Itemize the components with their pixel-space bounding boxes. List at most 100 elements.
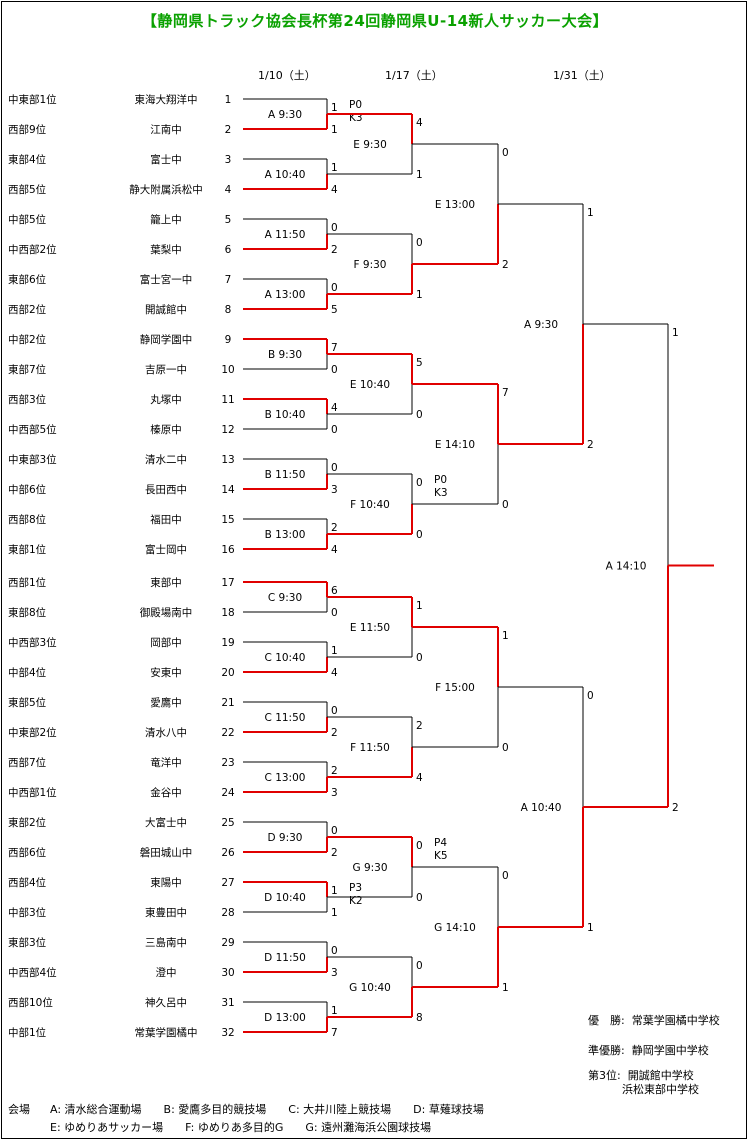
team-seed: 中部3位 <box>8 906 47 919</box>
score: 1 <box>331 1005 338 1017</box>
team-seed: 東部2位 <box>8 816 47 829</box>
team-seed: 中西部2位 <box>8 243 57 256</box>
match-label: B 11:50 <box>265 469 306 481</box>
score: 1 <box>331 124 338 136</box>
match-label: B 10:40 <box>265 409 306 421</box>
team-seed: 中部5位 <box>8 213 47 226</box>
team-seed: 中西部3位 <box>8 636 57 649</box>
team-seed: 東部6位 <box>8 273 47 286</box>
match-label: E 10:40 <box>350 379 390 391</box>
match-label: C 11:50 <box>265 712 306 724</box>
team-seed: 東部1位 <box>8 543 47 556</box>
team-seed: 東部5位 <box>8 696 47 709</box>
score: 1 <box>331 162 338 174</box>
match-label: F 15:00 <box>435 682 475 694</box>
team-name: 東陽中 <box>150 876 182 889</box>
team-number: 18 <box>221 607 234 619</box>
match-label: B 13:00 <box>265 529 306 541</box>
score: 0 <box>331 825 338 837</box>
match-label: D 11:50 <box>264 952 306 964</box>
team-seed: 西部8位 <box>8 513 47 526</box>
score: 0 <box>331 607 338 619</box>
pk-score: K3 <box>434 487 448 499</box>
score: 8 <box>416 1012 423 1024</box>
team-seed: 西部6位 <box>8 846 47 859</box>
score: 1 <box>502 982 509 994</box>
team-name: 愛鷹中 <box>150 696 182 709</box>
match-label: C 10:40 <box>265 652 306 664</box>
date-round-2: 1/17（土） <box>385 69 443 82</box>
team-number: 28 <box>221 907 234 919</box>
team-seed: 西部4位 <box>8 876 47 889</box>
score: 7 <box>502 387 509 399</box>
team-seed: 中東部2位 <box>8 726 57 739</box>
team-name: 東豊田中 <box>145 906 187 919</box>
score: 2 <box>331 522 338 534</box>
score: 4 <box>416 772 423 784</box>
match-label: C 13:00 <box>265 772 306 784</box>
team-number: 15 <box>221 514 234 526</box>
match-label: G 9:30 <box>352 862 387 874</box>
team-name: 金谷中 <box>150 786 182 799</box>
team-name: 榛原中 <box>150 423 182 436</box>
team-name: 江南中 <box>150 123 182 136</box>
pk-score: P0 <box>434 474 447 486</box>
team-name: 籠上中 <box>150 213 182 226</box>
score: 3 <box>331 484 338 496</box>
venue-line-2: E: ゆめりあサッカー場 F: ゆめりあ多目的G G: 遠州灘海浜公園球技場 <box>50 1121 432 1134</box>
team-number: 8 <box>225 304 232 316</box>
score: 2 <box>502 259 509 271</box>
team-number: 10 <box>221 364 234 376</box>
team-number: 23 <box>221 757 234 769</box>
score: 3 <box>331 787 338 799</box>
team-seed: 中西部4位 <box>8 966 57 979</box>
team-seed: 東部4位 <box>8 153 47 166</box>
team-seed: 中部1位 <box>8 1026 47 1039</box>
match-label: A 9:30 <box>268 109 302 121</box>
team-number: 5 <box>225 214 232 226</box>
team-seed: 中西部5位 <box>8 423 57 436</box>
team-name: 葉梨中 <box>150 243 182 256</box>
pk-score: K2 <box>349 895 363 907</box>
score: 0 <box>331 705 338 717</box>
team-name: 静大附属浜松中 <box>129 183 203 196</box>
team-name: 大富士中 <box>145 816 187 829</box>
match-label: A 14:10 <box>606 561 647 573</box>
team-name: 東海大翔洋中 <box>135 93 198 106</box>
score: 1 <box>331 102 338 114</box>
score: 1 <box>416 169 423 181</box>
match-label: A 10:40 <box>521 802 562 814</box>
team-name: 澄中 <box>156 966 177 979</box>
score: 0 <box>416 409 423 421</box>
team-seed: 東部8位 <box>8 606 47 619</box>
score: 2 <box>331 765 338 777</box>
team-number: 17 <box>221 577 234 589</box>
score: 0 <box>331 282 338 294</box>
team-number: 9 <box>225 334 232 346</box>
score: 0 <box>416 529 423 541</box>
score: 1 <box>416 289 423 301</box>
team-name: 常葉学園橘中 <box>135 1026 198 1039</box>
team-number: 3 <box>225 154 232 166</box>
match-label: A 13:00 <box>265 289 306 301</box>
pk-score: P0 <box>349 99 362 111</box>
team-name: 長田西中 <box>145 483 187 496</box>
venue-line-1: A: 清水総合運動場 B: 愛鷹多目的競技場 C: 大井川陸上競技場 D: 草薙… <box>50 1103 484 1116</box>
score: 2 <box>416 720 423 732</box>
match-label: E 14:10 <box>435 439 475 451</box>
team-seed: 西部1位 <box>8 576 47 589</box>
pk-score: P4 <box>434 837 447 849</box>
team-seed: 東部3位 <box>8 936 47 949</box>
pk-score: P3 <box>349 882 362 894</box>
match-label: G 14:10 <box>434 922 476 934</box>
team-seed: 西部10位 <box>8 996 53 1009</box>
team-name: 磐田城山中 <box>140 846 193 859</box>
score: 1 <box>331 907 338 919</box>
score: 1 <box>331 645 338 657</box>
team-number: 24 <box>221 787 235 799</box>
score: 2 <box>331 847 338 859</box>
team-number: 2 <box>225 124 232 136</box>
team-number: 13 <box>221 454 234 466</box>
score: 0 <box>502 499 509 511</box>
